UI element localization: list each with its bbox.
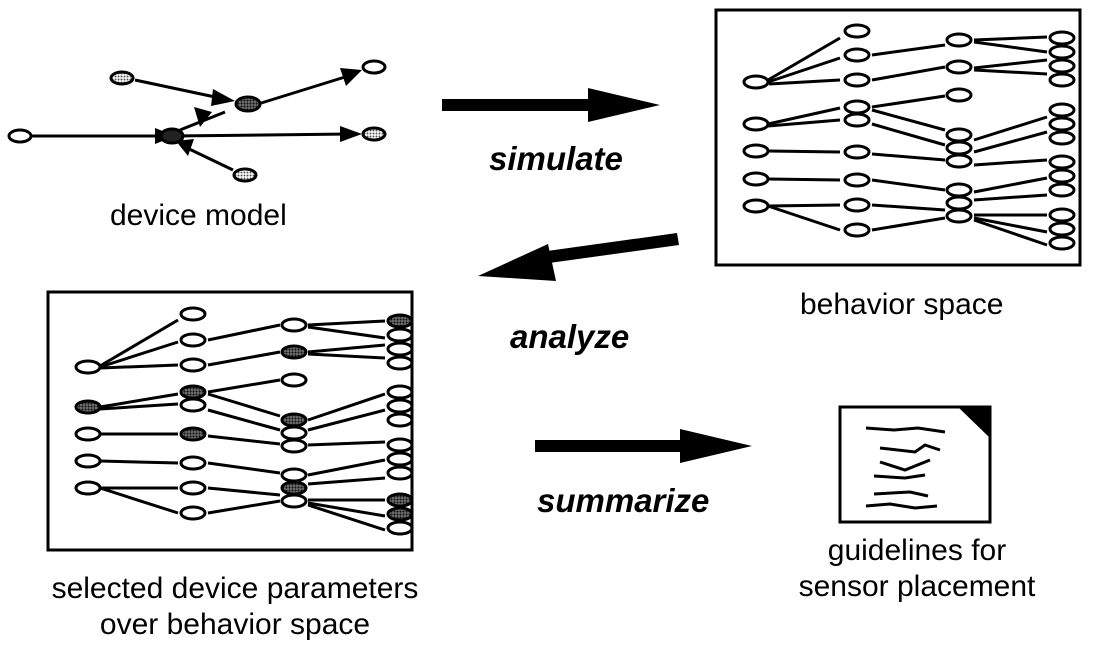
guidelines-line-1: guidelines for bbox=[827, 534, 1007, 567]
node-shaded bbox=[361, 126, 387, 142]
summarize-label: summarize bbox=[537, 482, 710, 519]
guidelines-line-2: sensor placement bbox=[798, 570, 1036, 603]
selected-parameters-line-1: selected device parameters bbox=[51, 572, 419, 605]
selected-parameters-label: selected device parameters over behavior… bbox=[15, 571, 455, 643]
node bbox=[7, 128, 33, 144]
device-model-graph bbox=[7, 59, 387, 183]
node bbox=[361, 59, 387, 75]
simulate-label: simulate bbox=[489, 140, 623, 177]
node-shaded bbox=[232, 167, 258, 183]
behavior-space-label: behavior space bbox=[800, 288, 1004, 321]
summarize-arrow bbox=[535, 429, 752, 463]
node-dark bbox=[234, 95, 262, 113]
node-shaded bbox=[109, 70, 135, 86]
simulate-arrow bbox=[442, 88, 660, 122]
arrowhead bbox=[211, 89, 235, 106]
arrowhead bbox=[340, 126, 362, 142]
arrowhead bbox=[340, 68, 362, 86]
arrowhead bbox=[176, 139, 194, 156]
guidelines-document-icon bbox=[838, 405, 992, 524]
selected-parameters-line-2: over behavior space bbox=[99, 608, 371, 641]
analyze-label: analyze bbox=[510, 318, 630, 355]
arrowhead bbox=[194, 107, 212, 127]
node-dark bbox=[159, 127, 185, 145]
guidelines-label: guidelines for sensor placement bbox=[772, 533, 1062, 605]
selected-parameters-panel bbox=[46, 290, 414, 552]
behavior-space-panel bbox=[714, 8, 1082, 267]
analyze-arrow bbox=[478, 233, 679, 281]
device-model-label: device model bbox=[110, 199, 287, 232]
